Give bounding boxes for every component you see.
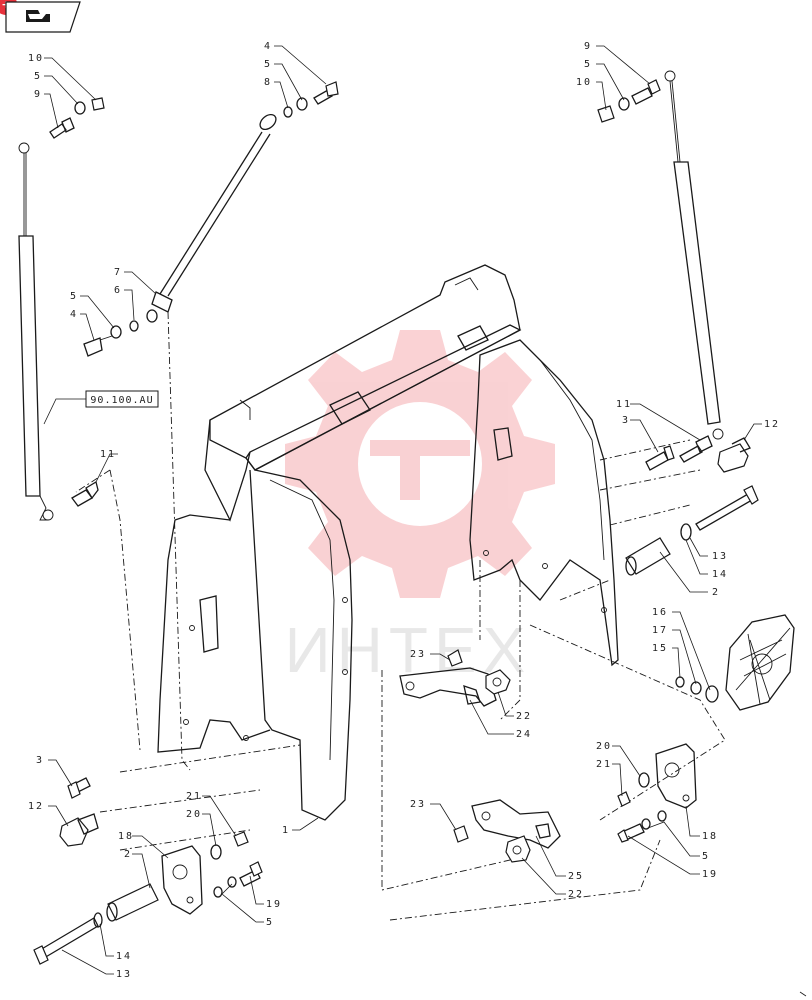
top-left-controls: + [0,0,81,33]
callout-18: 18 [702,831,718,842]
callout-6: 6 [114,285,122,296]
callout-25: 25 [568,871,584,882]
return-arrow-icon[interactable] [26,10,50,22]
reference-box-label: 90.100.AU [90,395,153,406]
callout-17: 17 [652,625,668,636]
callout-9: 9 [584,41,592,52]
link-rod [151,113,277,313]
callout-15: 15 [652,643,668,654]
watermark-gear-logo [285,330,555,598]
watermark: ИНТЕХ [285,330,555,686]
callout-14: 14 [712,569,728,580]
callout-4: 4 [70,309,78,320]
callout-20: 20 [596,741,612,752]
callout-18: 18 [118,831,134,842]
assembly-centerlines [75,311,726,921]
callout-3: 3 [622,415,630,426]
callout-10: 10 [576,77,592,88]
reference-box[interactable]: 90.100.AU [43,390,159,425]
callout-19: 19 [702,869,718,880]
main-frame [157,264,619,821]
callout-5: 5 [584,59,592,70]
callout-7: 7 [114,267,122,278]
callout-8: 8 [264,77,272,88]
callout-5: 5 [34,71,42,82]
cover-disc [725,614,795,711]
callout-13: 13 [712,551,728,562]
callout-2: 2 [124,849,132,860]
callout-labels: 10 5 9 4 5 8 9 5 10 7 5 6 4 11 11 3 12 1… [28,41,780,980]
callout-23: 23 [410,649,426,660]
callout-5: 5 [70,291,78,302]
callout-19: 19 [266,899,282,910]
callout-5: 5 [702,851,710,862]
callout-16: 16 [652,607,668,618]
callout-11: 11 [100,449,116,460]
callout-21: 21 [186,791,202,802]
callout-13: 13 [116,969,132,980]
callout-3: 3 [36,755,44,766]
corner-mark [799,991,807,997]
callout-12: 12 [764,419,780,430]
callout-21: 21 [596,759,612,770]
right-gas-strut [664,70,724,440]
callout-24: 24 [516,729,532,740]
callout-14: 14 [116,951,132,962]
callout-10: 10 [28,53,44,64]
callout-9: 9 [34,89,42,100]
watermark-text: ИНТЕХ [285,614,532,686]
leader-lines [44,45,762,975]
callout-20: 20 [186,809,202,820]
callout-22: 22 [516,711,532,722]
left-gas-strut [18,142,54,521]
callout-11: 11 [616,399,632,410]
callout-23: 23 [410,799,426,810]
callout-5: 5 [266,917,274,928]
hardware [33,79,795,965]
callout-12: 12 [28,801,44,812]
callout-2: 2 [712,587,720,598]
callout-5: 5 [264,59,272,70]
callout-4: 4 [264,41,272,52]
callout-22: 22 [568,889,584,900]
callout-1: 1 [282,825,290,836]
